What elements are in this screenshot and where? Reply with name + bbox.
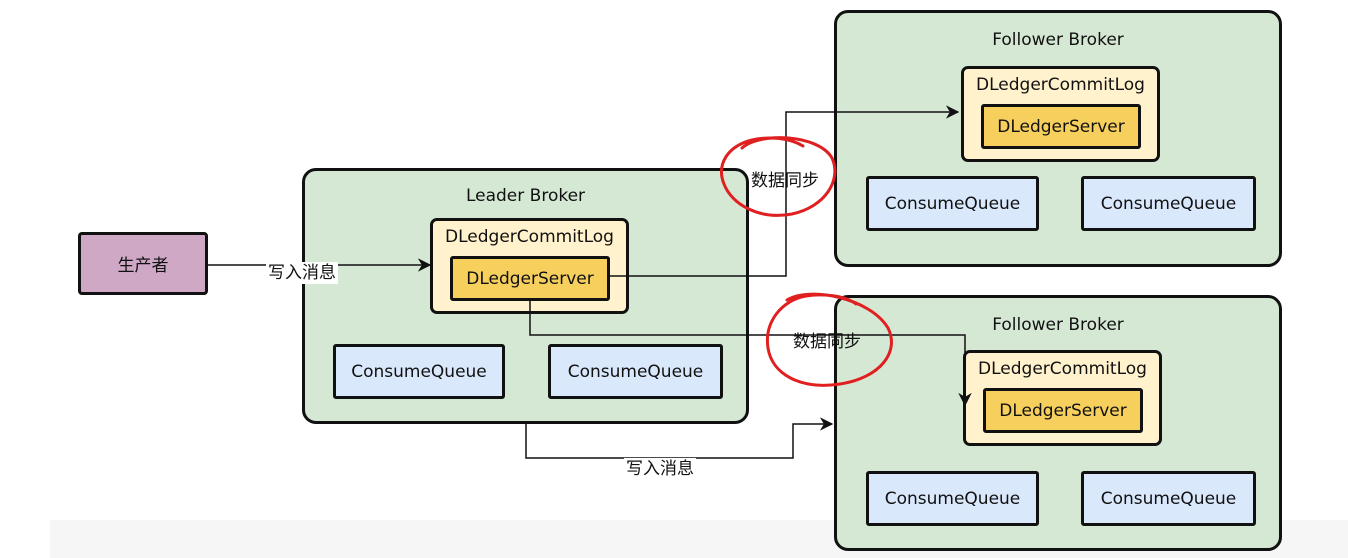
edge-label-write-2: 写入消息 bbox=[624, 458, 696, 480]
follower-top-commitlog: DLedgerCommitLog DLedgerServer bbox=[961, 66, 1160, 162]
follower-broker-top: Follower Broker DLedgerCommitLog DLedger… bbox=[834, 10, 1282, 267]
producer-label: 生产者 bbox=[117, 256, 169, 276]
follower-bottom-commitlog-label: DLedgerCommitLog bbox=[978, 359, 1147, 379]
edge-label-sync-2: 数据同步 bbox=[793, 332, 861, 352]
follower-top-consume-queue-2: ConsumeQueue bbox=[1081, 176, 1256, 231]
producer-node: 生产者 bbox=[78, 232, 208, 295]
leader-broker-title: Leader Broker bbox=[465, 186, 586, 206]
leader-consume-queue-2: ConsumeQueue bbox=[548, 344, 723, 399]
follower-top-server-label: DLedgerServer bbox=[997, 116, 1125, 137]
follower-top-commitlog-label: DLedgerCommitLog bbox=[976, 75, 1145, 95]
follower-bottom-server-label: DLedgerServer bbox=[999, 400, 1127, 421]
follower-bottom-consume-queue-2: ConsumeQueue bbox=[1081, 471, 1256, 526]
leader-dledger-server: DLedgerServer bbox=[450, 256, 610, 301]
leader-broker: Leader Broker DLedgerCommitLog DLedgerSe… bbox=[302, 168, 749, 424]
follower-bottom-queue-2-label: ConsumeQueue bbox=[1100, 488, 1237, 509]
follower-bottom-consume-queue-1: ConsumeQueue bbox=[866, 471, 1039, 526]
follower-top-dledger-server: DLedgerServer bbox=[981, 104, 1141, 149]
follower-bottom-queue-1-label: ConsumeQueue bbox=[884, 488, 1021, 509]
leader-commitlog-label: DLedgerCommitLog bbox=[445, 227, 614, 247]
follower-bottom-commitlog: DLedgerCommitLog DLedgerServer bbox=[963, 350, 1162, 446]
follower-top-title: Follower Broker bbox=[992, 30, 1124, 50]
follower-bottom-title: Follower Broker bbox=[992, 315, 1124, 335]
follower-top-queue-2-label: ConsumeQueue bbox=[1100, 193, 1237, 214]
leader-queue-1-label: ConsumeQueue bbox=[351, 361, 487, 382]
edge-label-write-1: 写入消息 bbox=[266, 262, 338, 284]
follower-bottom-dledger-server: DLedgerServer bbox=[983, 388, 1143, 433]
follower-top-queue-1-label: ConsumeQueue bbox=[884, 193, 1021, 214]
leader-consume-queue-1: ConsumeQueue bbox=[333, 344, 505, 399]
leader-queue-2-label: ConsumeQueue bbox=[567, 361, 704, 382]
edge-leader-broker-to-follower-bottom bbox=[525, 417, 834, 459]
follower-top-consume-queue-1: ConsumeQueue bbox=[866, 176, 1039, 231]
follower-broker-bottom: Follower Broker DLedgerCommitLog DLedger… bbox=[834, 295, 1282, 551]
leader-commitlog: DLedgerCommitLog DLedgerServer bbox=[430, 218, 629, 314]
leader-server-label: DLedgerServer bbox=[466, 268, 594, 289]
edge-label-sync-1: 数据同步 bbox=[751, 171, 819, 191]
